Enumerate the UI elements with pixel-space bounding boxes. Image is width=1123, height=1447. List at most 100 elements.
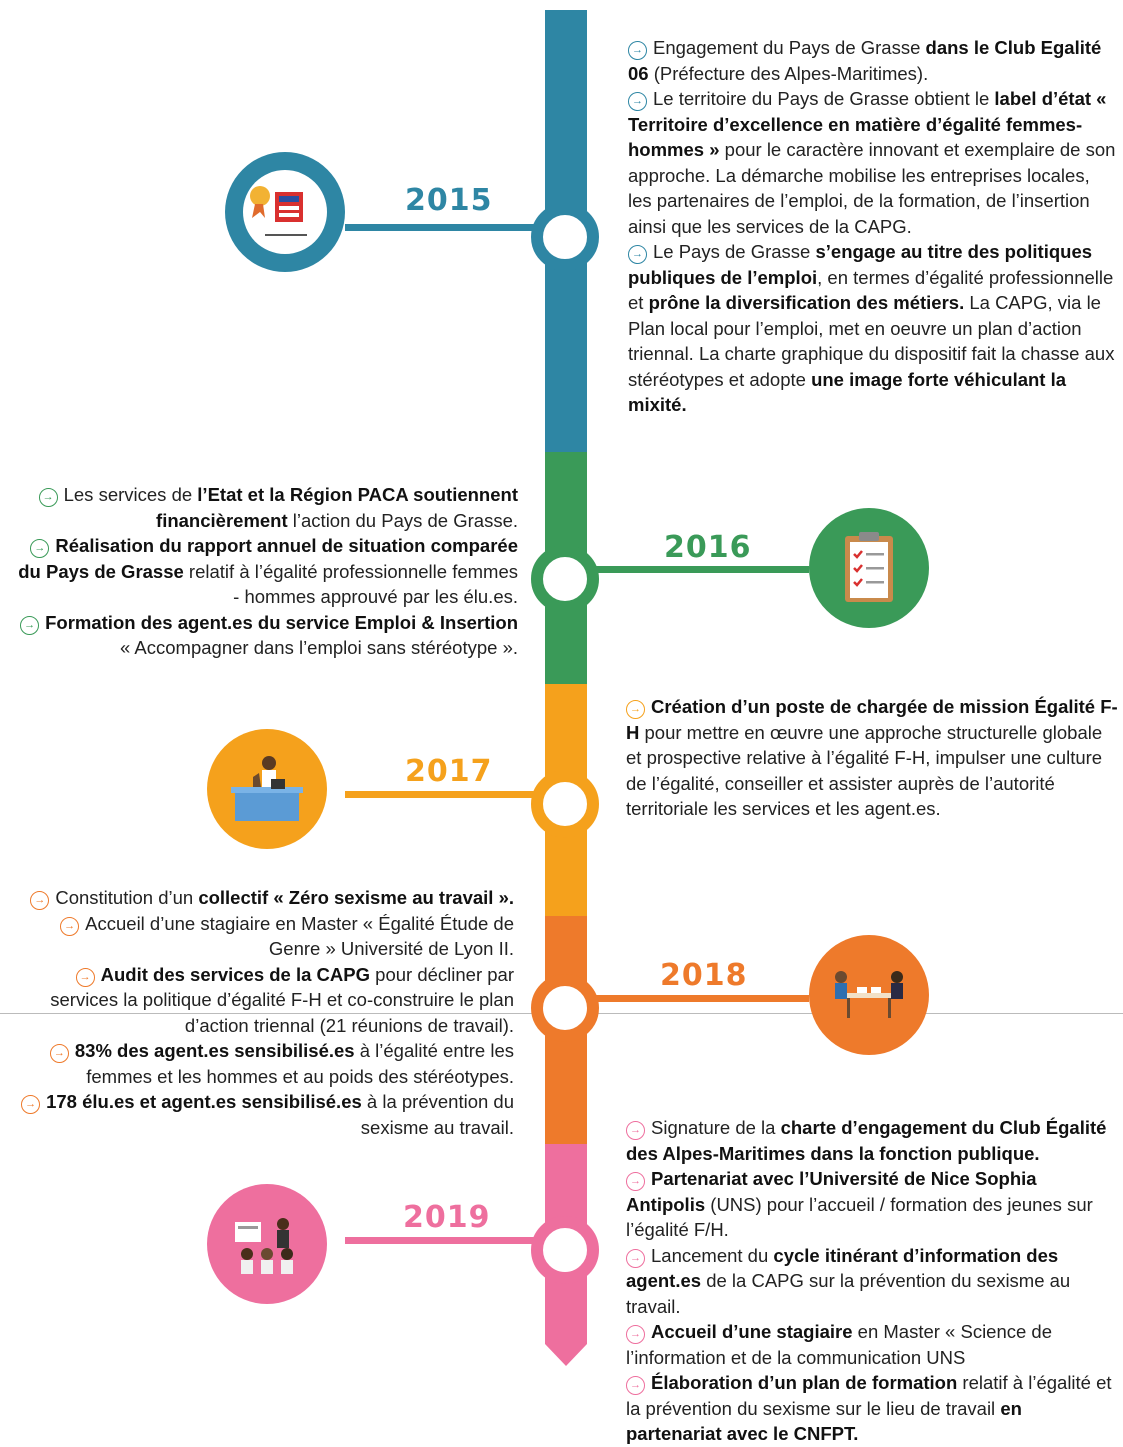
entries-2019: → Signature de la charte d’engagement du … (626, 1115, 1120, 1447)
entry-2018-3: → 83% des agent.es sensibilisé.es à l’éga… (8, 1038, 514, 1089)
entry-text: à l’égalité entre les femmes et les homm… (86, 1040, 514, 1087)
entry-bold-text: Accueil d’une stagiaire (651, 1321, 853, 1342)
entry-bold-text: label d’état « Territoire d’excellence e… (628, 88, 1107, 160)
year-2018-label: 2018 (660, 958, 748, 993)
node-2015 (531, 203, 599, 271)
entries-2018: → Constitution d’un collectif « Zéro sexi… (8, 885, 514, 1140)
node-2016 (531, 545, 599, 613)
arrow-bullet-icon: → (626, 1248, 645, 1268)
entry-2019-0: → Signature de la charte d’engagement du … (626, 1115, 1120, 1166)
arrow-bullet-icon: → (628, 92, 647, 111)
entry-text: en Master « Science de l’information et … (626, 1321, 1053, 1368)
entry-2015-0: → Engagement du Pays de Grasse dans le Cl… (628, 35, 1116, 86)
entry-2016-1: →Réalisation du rapport annuel de situat… (8, 533, 518, 610)
entry-text: Engagement du Pays de Grasse (653, 37, 926, 58)
arrow-bullet-icon: → (49, 1044, 69, 1063)
entry-2015-2: → Le Pays de Grasse s’engage au titre des… (628, 239, 1116, 418)
entry-text: Le territoire du Pays de Grasse obtient … (653, 88, 995, 109)
connector-2019 (345, 1237, 545, 1244)
entry-text: pour décliner par services la politique … (50, 963, 514, 1036)
entry-text: de la CAPG sur la prévention du sexisme … (626, 1270, 1071, 1317)
entry-2019-2: → Lancement du cycle itinérant d’informat… (626, 1243, 1120, 1320)
arrow-bullet-icon: → (75, 967, 95, 987)
entry-2018-2: →Audit des services de la CAPG pour décl… (8, 962, 514, 1039)
arrow-bullet-icon: → (21, 1095, 41, 1114)
node-2017 (531, 770, 599, 838)
entry-bold-text: prône la diversification des métiers. (648, 292, 965, 313)
entry-bold-text: une image forte véhiculant la mixité. (628, 368, 1067, 416)
entry-2019-1: →Partenariat avec l’Université de Nice S… (626, 1166, 1120, 1243)
entry-bold-text: Réalisation du rapport annuel de situati… (18, 535, 518, 582)
entry-bold-text: Formation des agent.es du service Emploi… (45, 611, 518, 633)
entry-2018-4: → 178 élu.es et agent.es sensibilisé.es à… (8, 1089, 514, 1140)
entry-2016-0: → Les services de l’Etat et la Région PAC… (8, 482, 518, 533)
entry-text: relatif à l’égalité professionnelle femm… (183, 560, 518, 608)
entry-bold-text: Partenariat avec l’Université de Nice So… (626, 1168, 1037, 1215)
arrow-bullet-icon: → (30, 891, 50, 910)
entry-2019-3: → Accueil d’une stagiaire en Master « Sci… (626, 1319, 1120, 1370)
entry-2016-2: →Formation des agent.es du service Emplo… (8, 610, 518, 661)
entry-bold-text: 83% des agent.es sensibilisé.es (74, 1040, 355, 1061)
year-2015-label: 2015 (405, 183, 493, 218)
entry-bold-text: Élaboration d’un plan de formation (651, 1372, 958, 1393)
entry-text: l’action du Pays de Grasse. (287, 509, 518, 531)
entry-text: Signature de la (651, 1117, 781, 1138)
connector-2016 (587, 566, 809, 573)
entry-bold-text: s’engage au titre des politiques publiqu… (628, 241, 1093, 288)
entry-2019-4: →Élaboration d’un plan de formation rela… (626, 1370, 1120, 1447)
entry-2017-0: →Création d’un poste de chargée de missi… (626, 694, 1118, 822)
connector-2015 (345, 224, 545, 231)
entry-bold-text: cycle itinérant d’information des agent.… (626, 1244, 1059, 1292)
entry-bold-text: charte d’engagement du Club Égalité des … (626, 1117, 1107, 1164)
entry-bold-text: Audit des services de la CAPG (100, 963, 371, 985)
training-session-icon (207, 1184, 327, 1304)
entry-text: pour mettre en œuvre une approche struct… (626, 721, 1103, 820)
entry-text: (UNS) pour l’accueil / formation des jeu… (626, 1193, 1093, 1241)
entry-text: (Préfecture des Alpes-Maritimes). (648, 62, 929, 84)
node-2019 (531, 1216, 599, 1284)
entry-2018-1: →Accueil d’une stagiaire en Master « Éga… (8, 911, 514, 962)
entry-text: Constitution d’un (55, 887, 199, 908)
entries-2015: → Engagement du Pays de Grasse dans le Cl… (628, 35, 1116, 418)
arrow-bullet-icon: → (626, 1172, 645, 1191)
connector-2018 (587, 995, 809, 1002)
arrow-bullet-icon: → (30, 539, 50, 558)
entry-text: La CAPG, via le Plan local pour l’emploi… (628, 292, 1115, 390)
entry-text: pour le caractère innovant et exemplaire… (628, 139, 1116, 237)
arrow-bullet-icon: → (60, 916, 80, 936)
entry-2015-1: → Le territoire du Pays de Grasse obtient… (628, 86, 1116, 239)
entry-text: « Accompagner dans l’emploi sans stéréot… (120, 637, 518, 658)
entry-text: à la prévention du sexisme au travail. (360, 1091, 514, 1138)
entry-text: , en termes d’égalité professionnelle et (628, 266, 1114, 314)
arrow-bullet-icon: → (628, 41, 647, 60)
meeting-icon (809, 935, 929, 1055)
spine-arrow-tip (545, 1344, 587, 1366)
arrow-bullet-icon: → (20, 615, 40, 635)
label-award-icon (225, 152, 345, 272)
arrow-bullet-icon: → (626, 700, 645, 719)
desk-worker-icon (207, 729, 327, 849)
entry-bold-text: Création d’un poste de chargée de missio… (626, 696, 1118, 743)
arrow-bullet-icon: → (626, 1121, 645, 1140)
clipboard-checklist-icon (809, 508, 929, 628)
entry-text: Les services de (63, 484, 198, 505)
entry-bold-text: dans le Club Egalité 06 (628, 37, 1102, 84)
entry-text: Le Pays de Grasse (653, 241, 816, 262)
arrow-bullet-icon: → (628, 245, 647, 264)
year-2017-label: 2017 (405, 754, 493, 789)
entries-2017: →Création d’un poste de chargée de missi… (626, 694, 1118, 822)
arrow-bullet-icon: → (626, 1376, 645, 1395)
year-2019-label: 2019 (403, 1200, 491, 1235)
entry-text: Lancement du (651, 1244, 774, 1266)
entries-2016: → Les services de l’Etat et la Région PAC… (8, 482, 518, 661)
year-2016-label: 2016 (664, 530, 752, 565)
connector-2017 (345, 791, 545, 798)
entry-bold-text: 178 élu.es et agent.es sensibilisé.es (46, 1091, 362, 1112)
entry-text: Accueil d’une stagiaire en Master « Égal… (85, 912, 514, 960)
entry-bold-text: l’Etat et la Région PACA soutiennent fin… (156, 484, 518, 531)
entry-bold-text: collectif « Zéro sexisme au travail ». (198, 887, 514, 908)
node-2018 (531, 974, 599, 1042)
entry-2018-0: → Constitution d’un collectif « Zéro sexi… (8, 885, 514, 911)
arrow-bullet-icon: → (38, 488, 58, 507)
arrow-bullet-icon: → (626, 1325, 645, 1344)
